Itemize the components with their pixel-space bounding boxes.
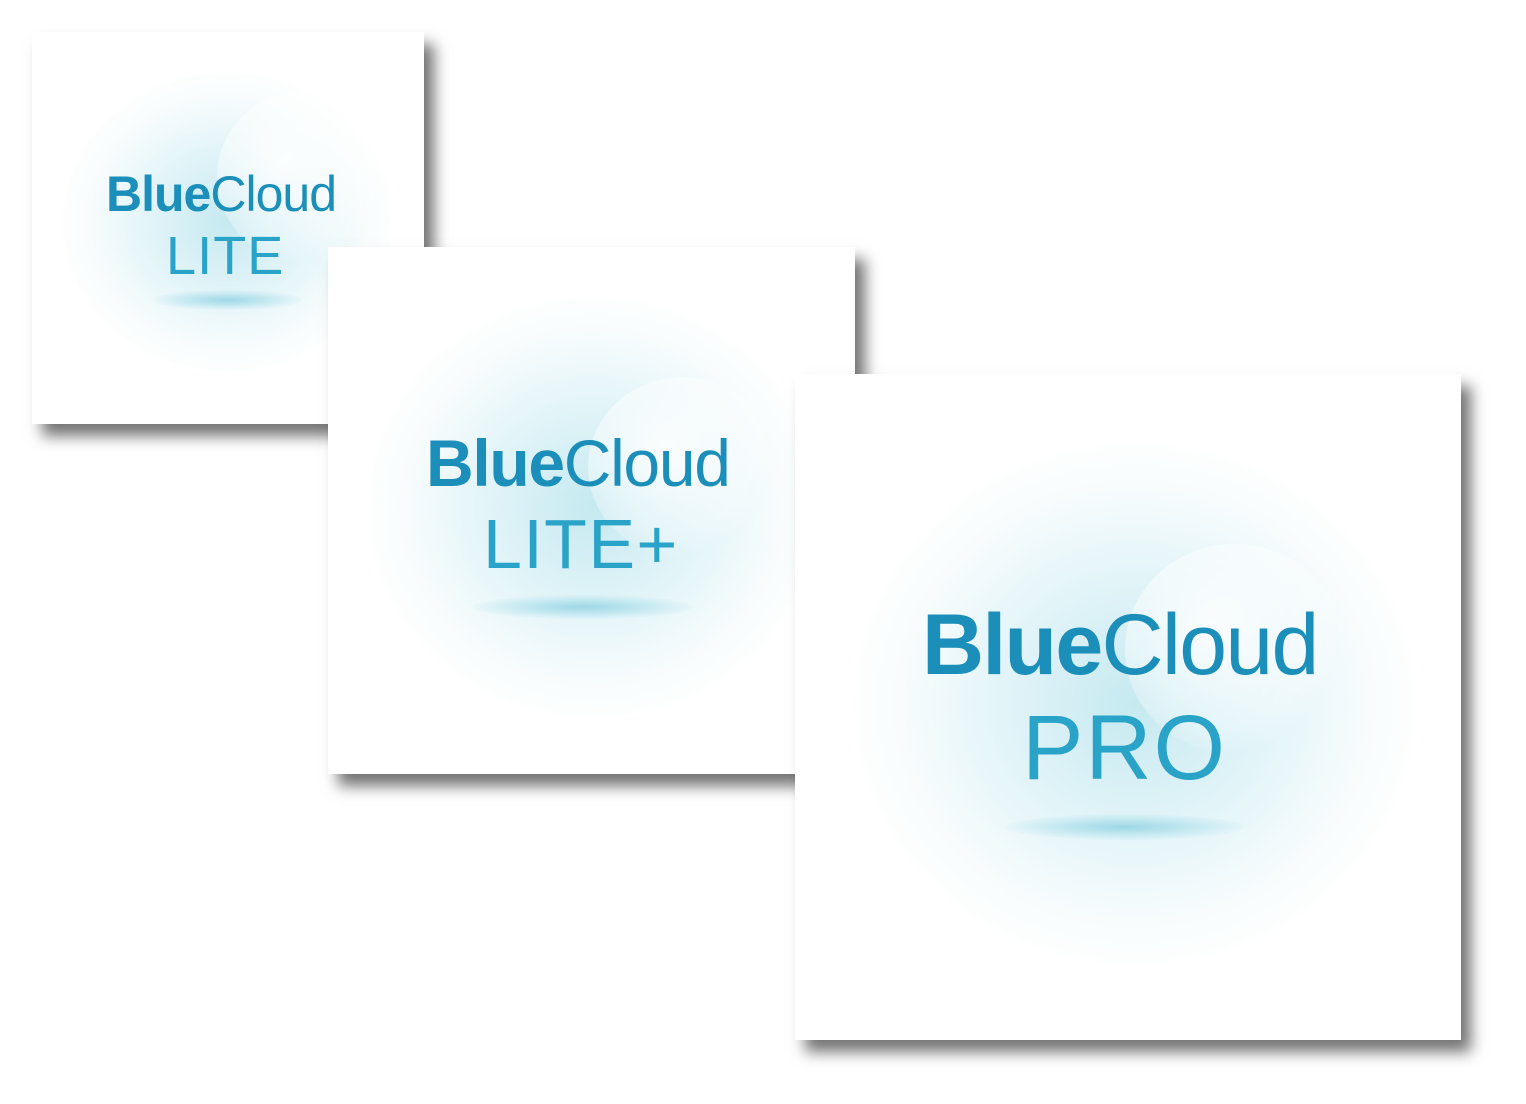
- brand-bold-text: Blue: [426, 426, 565, 500]
- ground-shadow: [473, 595, 693, 619]
- brand-light-text: Cloud: [210, 166, 337, 222]
- brand-logo: BlueCloud: [426, 430, 731, 496]
- bluecloud-lite-card: BlueCloud LITE: [32, 32, 424, 424]
- tier-label: LITE+: [483, 505, 679, 583]
- brand-light-text: Cloud: [563, 426, 731, 500]
- tier-label: LITE: [166, 226, 285, 286]
- cloud-bubble: [217, 92, 387, 262]
- ground-shadow: [1005, 814, 1245, 840]
- cloud-bubble: [1125, 544, 1345, 754]
- brand-light-text: Cloud: [1101, 597, 1319, 693]
- ground-shadow: [152, 290, 302, 310]
- brand-logo: BlueCloud: [106, 166, 337, 222]
- brand-bold-text: Blue: [922, 597, 1103, 693]
- brand-bold-text: Blue: [106, 166, 211, 222]
- brand-logo: BlueCloud: [922, 602, 1319, 688]
- tier-label: PRO: [1022, 697, 1227, 799]
- bluecloud-lite-plus-card: BlueCloud LITE+: [328, 247, 855, 774]
- bluecloud-pro-card: BlueCloud PRO: [795, 374, 1461, 1040]
- cloud-bubble: [588, 377, 778, 557]
